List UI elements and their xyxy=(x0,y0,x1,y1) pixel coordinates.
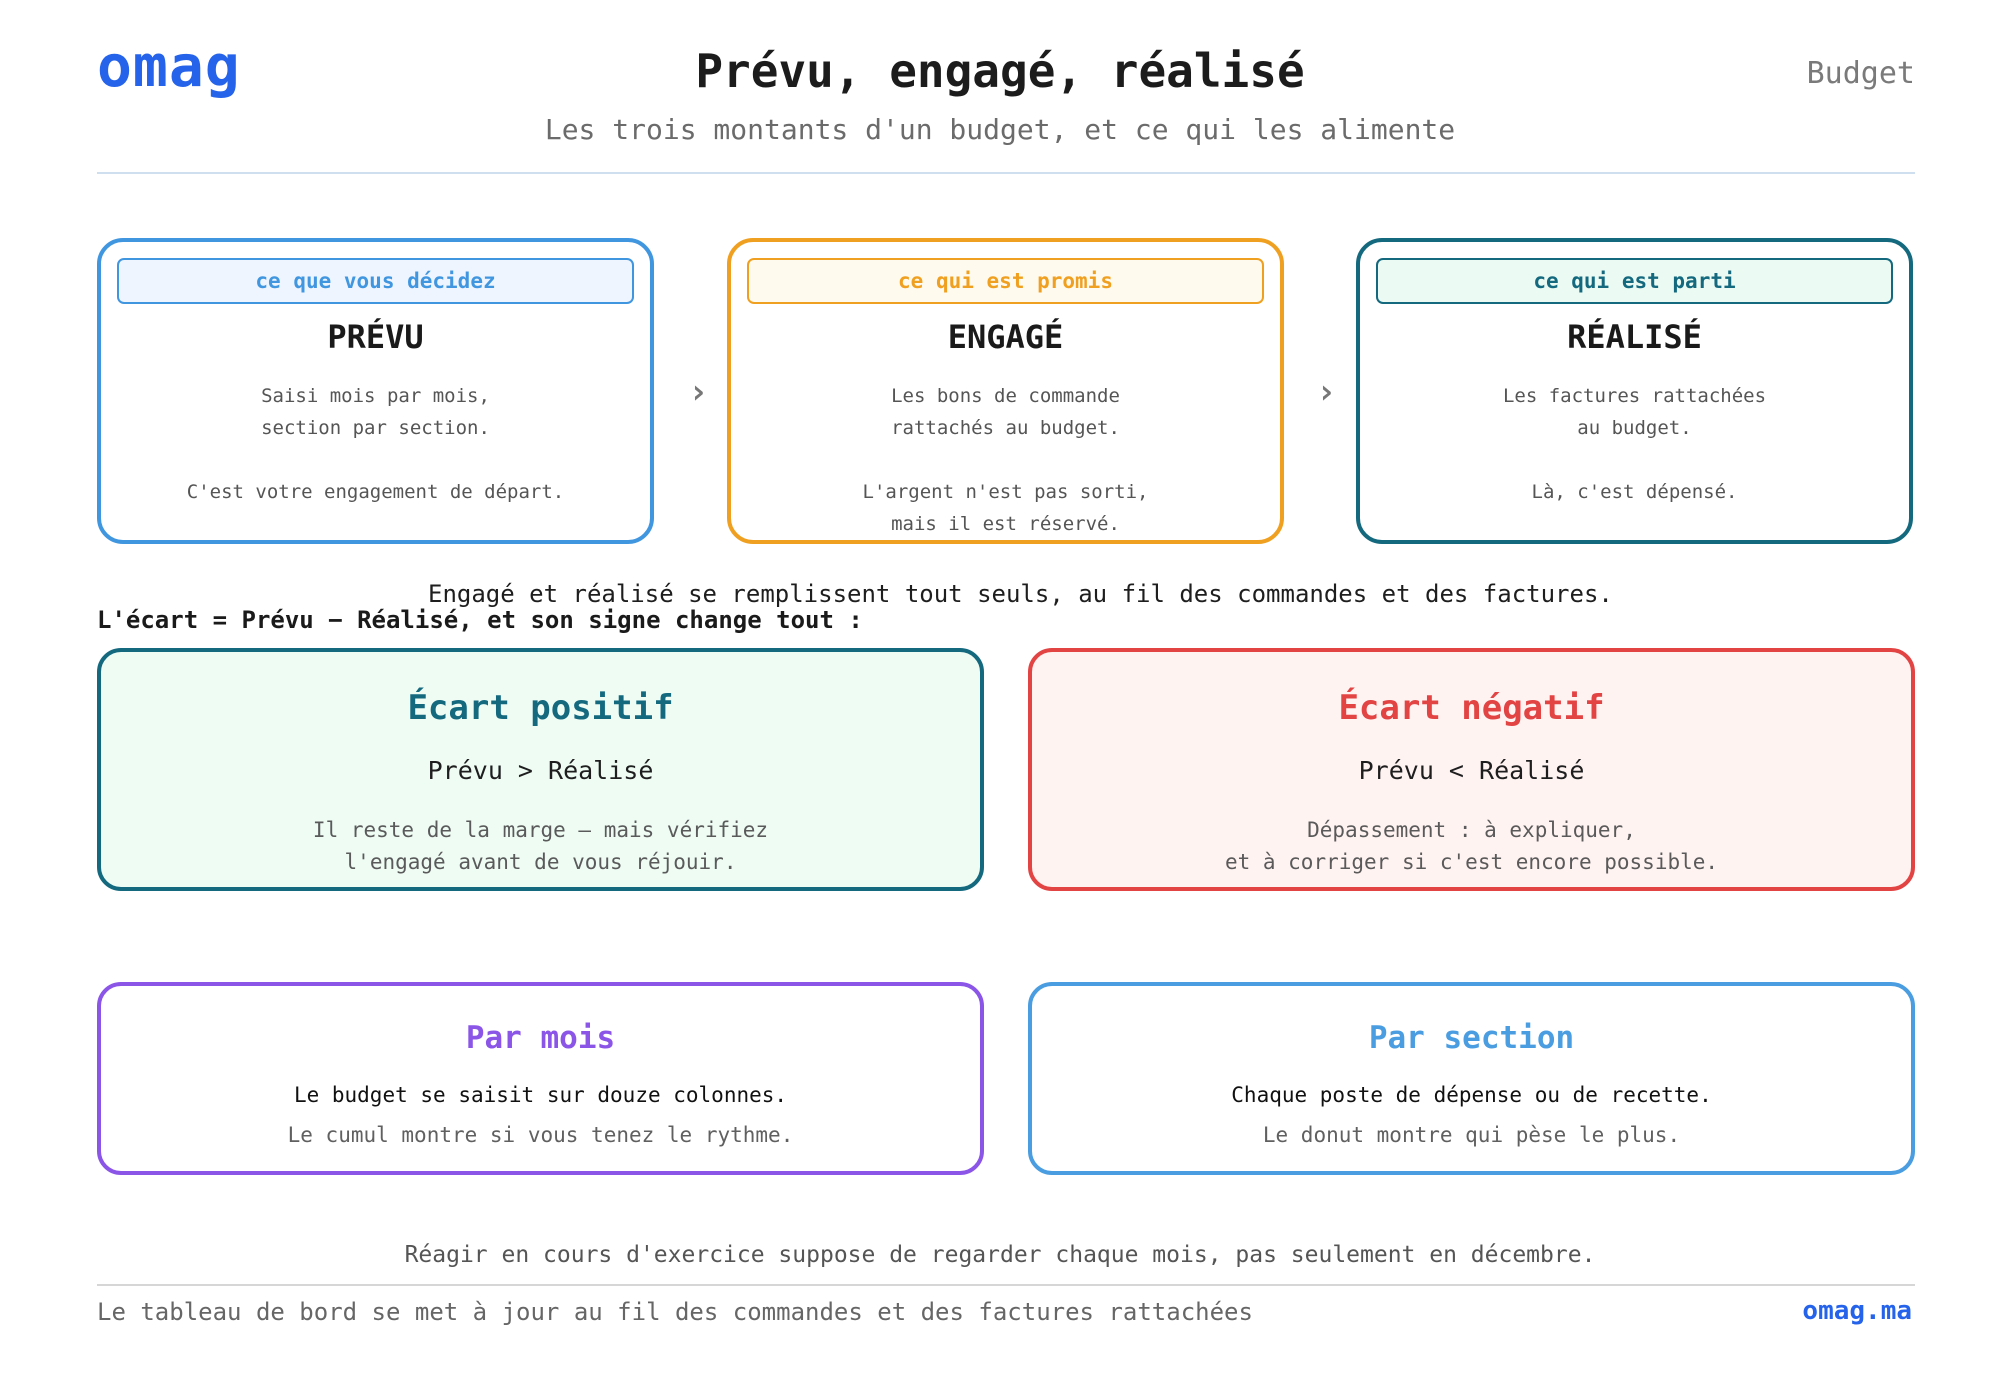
par-title: Par mois xyxy=(465,1020,616,1056)
ecart-text-line: l'engagé avant de vous réjouir. xyxy=(344,850,737,874)
page-subtitle: Les trois montants d'un budget, et ce qu… xyxy=(544,113,1456,146)
stage-card-prevu: ce que vous décidez PRÉVU Saisi mois par… xyxy=(97,238,654,544)
ecart-text-line: Il reste de la marge — mais vérifiez xyxy=(312,818,769,842)
stage-card-engage: ce qui est promis ENGAGÉ Les bons de com… xyxy=(727,238,1284,544)
ecart-title: Écart négatif xyxy=(1338,688,1605,728)
stage-description: Les bons de commande rattachés au budget… xyxy=(731,380,1280,540)
ecart-text-line: Dépassement : à expliquer, xyxy=(1307,818,1636,842)
stage-pill: ce qui est promis xyxy=(747,258,1264,304)
ecart-formula: Prévu < Réalisé xyxy=(1358,756,1585,785)
stage-text-line: Les factures rattachées xyxy=(1502,385,1767,407)
par-sub-text: Le cumul montre si vous tenez le rythme. xyxy=(287,1123,794,1147)
logo[interactable]: omag xyxy=(97,32,241,100)
stage-text-line: section par section. xyxy=(261,417,490,439)
stage-text-line: Saisi mois par mois, xyxy=(261,385,490,407)
ecart-description: Dépassement : à expliquer, et à corriger… xyxy=(1032,814,1911,878)
stage-pill: ce qui est parti xyxy=(1376,258,1893,304)
closing-note: Réagir en cours d'exercice suppose de re… xyxy=(404,1242,1596,1268)
footer-note: Le tableau de bord se met à jour au fil … xyxy=(97,1298,1253,1326)
stage-text-line: L'argent n'est pas sorti, xyxy=(862,481,1149,503)
ecart-negatif-card: Écart négatif Prévu < Réalisé Dépassemen… xyxy=(1028,648,1915,891)
par-main-text: Le budget se saisit sur douze colonnes. xyxy=(293,1083,788,1107)
par-mois-card: Par mois Le budget se saisit sur douze c… xyxy=(97,982,984,1175)
par-main-text: Chaque poste de dépense ou de recette. xyxy=(1231,1083,1712,1107)
ecart-definition: L'écart = Prévu − Réalisé, et son signe … xyxy=(97,606,863,634)
stage-text-line: C'est votre engagement de départ. xyxy=(186,481,565,503)
stage-text-line: Là, c'est dépensé. xyxy=(1531,481,1738,503)
ecart-positif-card: Écart positif Prévu > Réalisé Il reste d… xyxy=(97,648,984,891)
ecart-text-line: et à corriger si c'est encore possible. xyxy=(1224,850,1719,874)
stage-title: ENGAGÉ xyxy=(947,318,1064,356)
chevron-right-icon: › xyxy=(688,372,709,412)
stage-text-line: rattachés au budget. xyxy=(891,417,1120,439)
header-divider xyxy=(97,172,1915,174)
stage-text-line: Les bons de commande xyxy=(891,385,1120,407)
stage-card-realise: ce qui est parti RÉALISÉ Les factures ra… xyxy=(1356,238,1913,544)
chevron-right-icon: › xyxy=(1316,372,1337,412)
footer-link[interactable]: omag.ma xyxy=(1802,1296,1912,1326)
ecart-description: Il reste de la marge — mais vérifiez l'e… xyxy=(101,814,980,878)
stage-pill: ce que vous décidez xyxy=(117,258,634,304)
stage-title: PRÉVU xyxy=(327,318,424,356)
stage-text-line: mais il est réservé. xyxy=(891,513,1120,535)
stage-description: Saisi mois par mois, section par section… xyxy=(101,380,650,508)
flow-caption: Engagé et réalisé se remplissent tout se… xyxy=(428,580,1613,608)
stage-description: Les factures rattachées au budget. Là, c… xyxy=(1360,380,1909,508)
section-tag: Budget xyxy=(1806,56,1915,91)
stage-title: RÉALISÉ xyxy=(1567,318,1702,356)
par-sub-text: Le donut montre qui pèse le plus. xyxy=(1262,1123,1681,1147)
footer-divider xyxy=(97,1284,1915,1286)
stage-text-line: au budget. xyxy=(1577,417,1692,439)
ecart-formula: Prévu > Réalisé xyxy=(427,756,654,785)
page-title: Prévu, engagé, réalisé xyxy=(695,44,1305,98)
ecart-title: Écart positif xyxy=(407,688,674,728)
par-title: Par section xyxy=(1368,1020,1575,1056)
par-section-card: Par section Chaque poste de dépense ou d… xyxy=(1028,982,1915,1175)
